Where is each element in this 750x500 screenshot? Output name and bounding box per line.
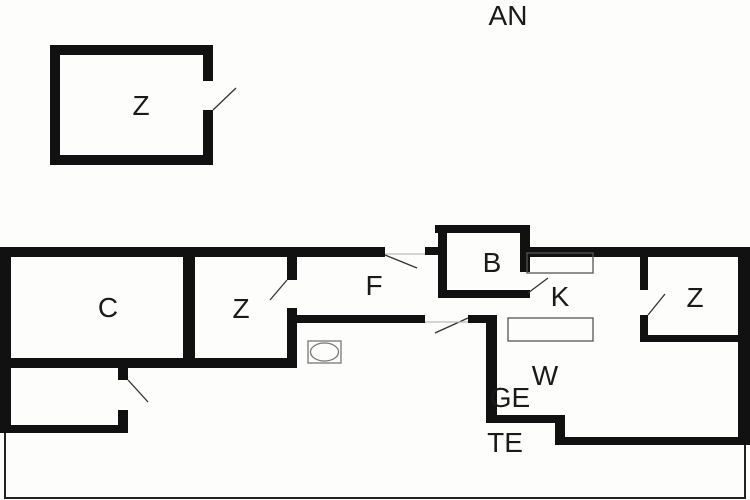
wall	[640, 335, 740, 342]
wall	[486, 415, 565, 423]
wall	[50, 45, 213, 55]
kitchen-counter	[526, 252, 594, 274]
door-swing	[384, 254, 418, 269]
wall	[203, 45, 213, 81]
room-label-te: TE	[487, 427, 523, 458]
wall	[640, 257, 648, 290]
kitchen-counter	[507, 317, 594, 342]
door-swing	[269, 279, 288, 301]
wall	[0, 358, 297, 368]
wall	[50, 155, 213, 165]
wall	[203, 110, 213, 165]
wall	[0, 247, 11, 433]
wall	[520, 225, 530, 272]
wall	[183, 247, 195, 368]
wall	[555, 437, 750, 445]
wall	[525, 247, 750, 257]
room-label-ge: GE	[489, 382, 531, 413]
wall	[290, 315, 425, 323]
wall	[118, 368, 128, 380]
room-label-f: F	[365, 270, 383, 301]
room-label-c: C	[97, 292, 119, 323]
door-swing	[212, 87, 237, 111]
room-label-w: W	[531, 360, 559, 391]
wall	[640, 315, 648, 342]
wall	[468, 315, 497, 323]
wall	[438, 290, 530, 298]
room-label-shed: Z	[132, 90, 150, 121]
wall	[435, 225, 530, 233]
wall	[287, 247, 297, 280]
wall	[438, 225, 447, 298]
room-label-b: B	[482, 247, 502, 278]
wall	[555, 415, 565, 445]
wall	[118, 410, 128, 433]
wall	[486, 315, 497, 423]
door-swing	[647, 293, 666, 316]
wall	[0, 425, 128, 433]
walls	[0, 45, 750, 445]
wall	[50, 45, 60, 165]
room-label-z-left: Z	[232, 293, 250, 324]
room-label-z-right: Z	[686, 282, 704, 313]
wall	[738, 247, 750, 445]
wall	[287, 308, 297, 368]
title-label: AN	[488, 0, 528, 31]
room-label-k: K	[550, 281, 570, 312]
door-swing	[127, 379, 149, 403]
stove-icon	[307, 340, 342, 364]
wall	[425, 247, 440, 255]
door-swing	[434, 317, 469, 334]
terrace-outline	[4, 433, 746, 499]
door-swing	[527, 277, 549, 294]
stove-burner	[309, 342, 340, 362]
